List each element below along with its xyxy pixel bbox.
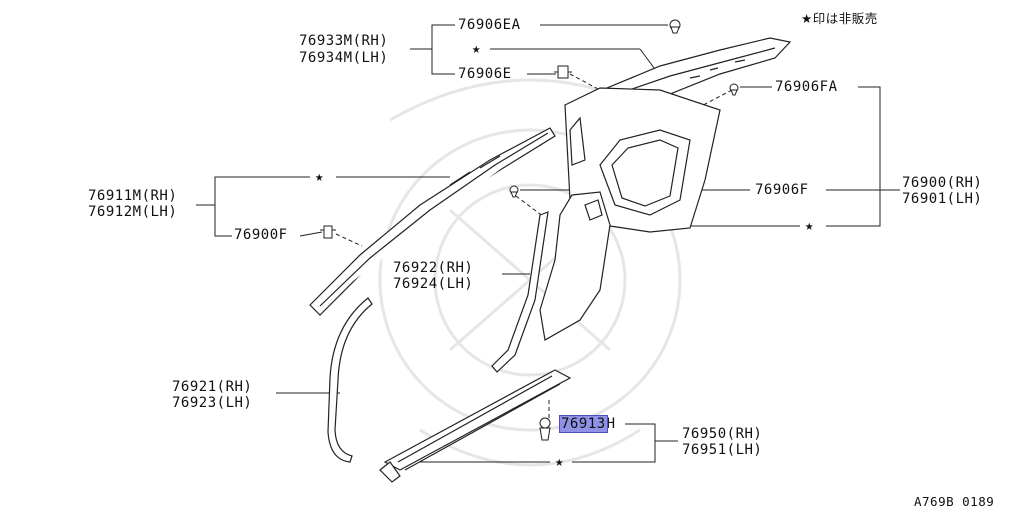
- clip-76906f: [509, 185, 519, 197]
- part-quarter-trim: [565, 88, 720, 232]
- star-marker: ★: [472, 41, 481, 57]
- label-76924[interactable]: 76924(LH): [393, 276, 474, 292]
- part-kicking-plate: [380, 370, 570, 482]
- label-76906e[interactable]: 76906E: [458, 66, 512, 82]
- clip-76913h: [540, 417, 550, 440]
- part-pillar-strip: [492, 212, 548, 372]
- clip-76906fa: [729, 83, 739, 95]
- label-76923[interactable]: 76923(LH): [172, 395, 253, 411]
- label-76900f[interactable]: 76900F: [234, 227, 288, 243]
- label-76906fa[interactable]: 76906FA: [775, 79, 838, 95]
- label-76900[interactable]: 76900(RH): [902, 175, 983, 191]
- label-76934m[interactable]: 76934M(LH): [299, 50, 389, 66]
- legend-star-note: ★印は非販売: [801, 11, 878, 26]
- label-76933m[interactable]: 76933M(RH): [299, 33, 389, 49]
- label-76906ea[interactable]: 76906EA: [458, 17, 521, 33]
- label-76913h[interactable]: 76913H: [559, 415, 616, 433]
- label-76921[interactable]: 76921(RH): [172, 379, 253, 395]
- clips: [320, 19, 739, 440]
- part-lower-quarter: [540, 192, 610, 340]
- part-weatherstrip: [328, 298, 372, 462]
- label-76901[interactable]: 76901(LH): [902, 191, 983, 207]
- label-76906f[interactable]: 76906F: [755, 182, 809, 198]
- star-marker: ★: [805, 218, 814, 234]
- label-76913h-suffix: H: [606, 416, 616, 432]
- clip-76906ea: [669, 19, 681, 33]
- diagram-code: A769B 0189: [914, 494, 995, 509]
- label-76950[interactable]: 76950(RH): [682, 426, 763, 442]
- star-marker: ★: [555, 454, 564, 470]
- label-76922[interactable]: 76922(RH): [393, 260, 474, 276]
- clip-76900f: [320, 225, 336, 239]
- part-roof-rail-trim: [310, 128, 555, 315]
- clip-76906e: [554, 65, 572, 79]
- label-76911m[interactable]: 76911M(RH): [88, 188, 178, 204]
- label-76913h-highlight[interactable]: 76913: [559, 415, 608, 433]
- label-76912m[interactable]: 76912M(LH): [88, 204, 178, 220]
- label-76951[interactable]: 76951(LH): [682, 442, 763, 458]
- star-marker: ★: [315, 169, 324, 185]
